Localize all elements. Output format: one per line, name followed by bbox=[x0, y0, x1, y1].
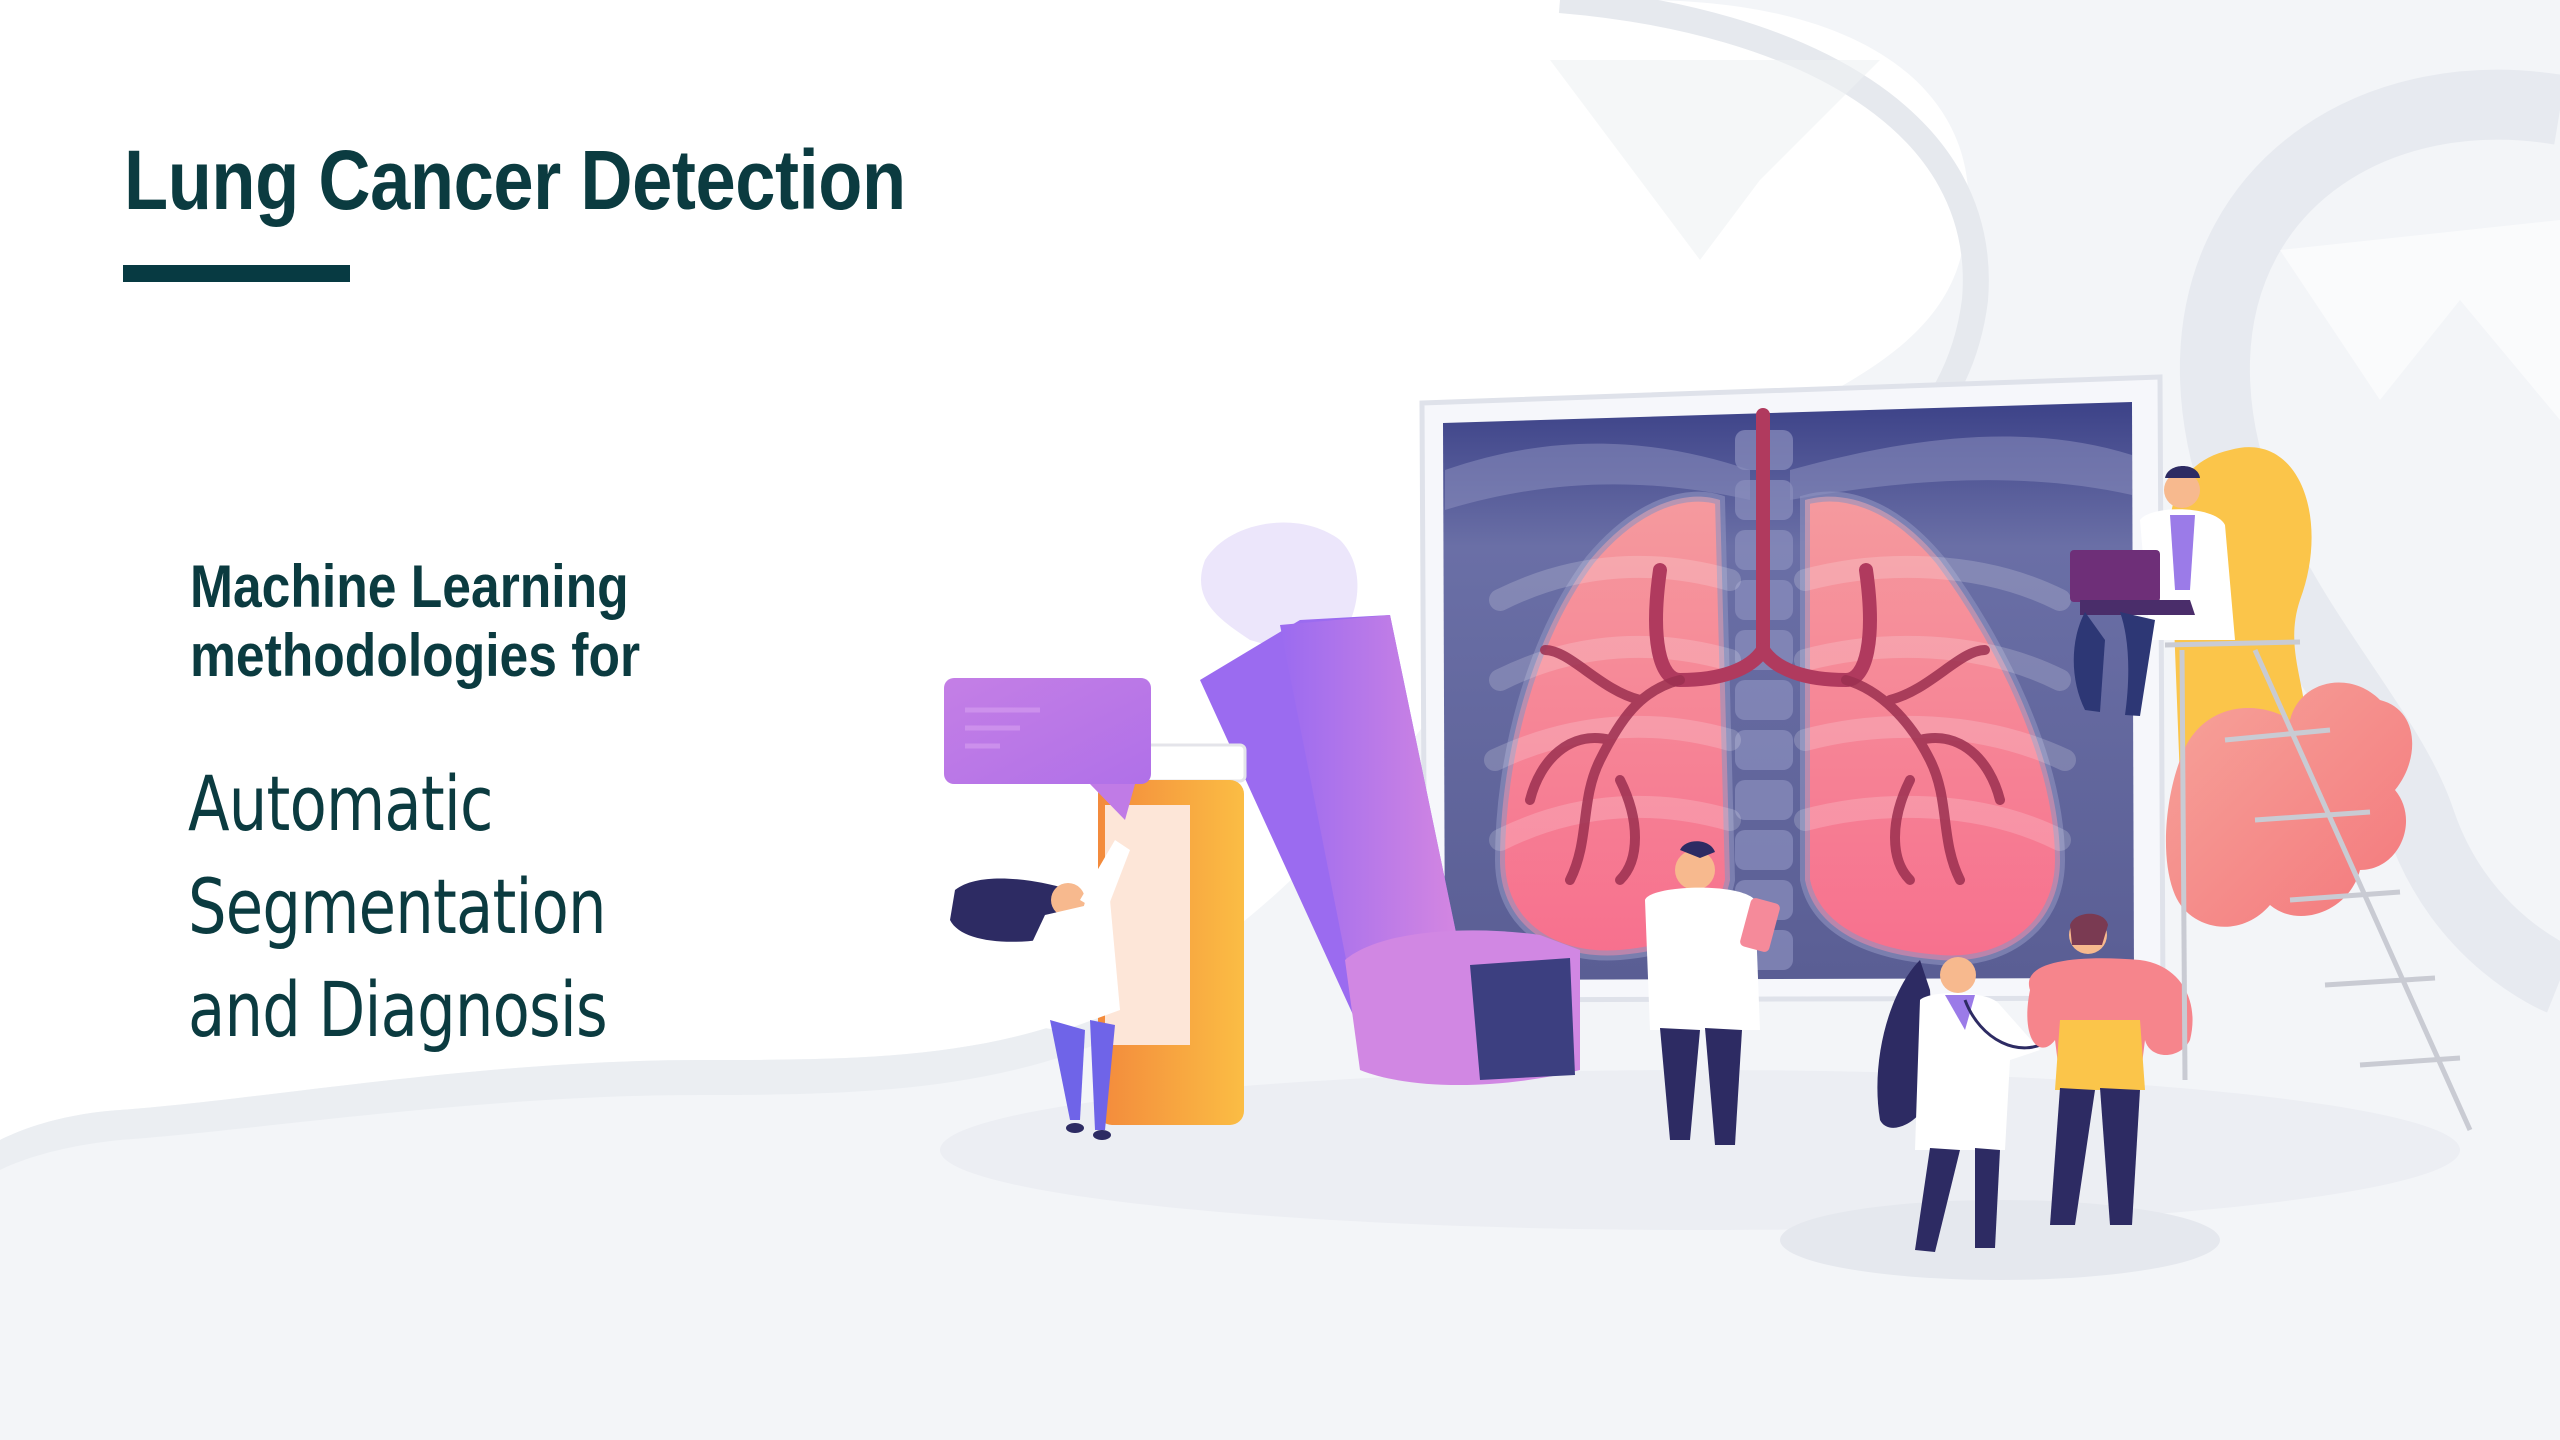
pill-bottle-icon bbox=[1093, 743, 1247, 1125]
subtitle-lead-line: Machine Learning bbox=[190, 553, 629, 620]
doctor-with-tablet-icon bbox=[1645, 841, 1780, 1145]
subtitle-lead: Machine Learning methodologies for bbox=[190, 552, 640, 690]
subtitle-headline-line: Segmentation bbox=[188, 862, 607, 951]
doctor-with-stethoscope-icon bbox=[1877, 957, 2051, 1252]
ladder-icon bbox=[2164, 639, 2473, 1132]
xray-monitor-icon bbox=[1419, 374, 2166, 1003]
patient-icon bbox=[2027, 913, 2193, 1225]
subtitle-headline: Automatic Segmentation and Diagnosis bbox=[188, 752, 608, 1061]
subtitle-headline-line: Automatic bbox=[188, 759, 493, 848]
page-title: Lung Cancer Detection bbox=[124, 133, 906, 227]
white-panel-shape bbox=[0, 0, 1969, 1140]
inhaler-icon bbox=[1200, 615, 1580, 1085]
doctor-with-laptop-icon bbox=[2070, 466, 2235, 716]
speech-bubble-icon bbox=[944, 678, 1151, 820]
lungs-icon bbox=[1484, 408, 2076, 966]
subtitle-lead-line: methodologies for bbox=[190, 622, 641, 689]
woman-doctor-icon bbox=[950, 840, 1130, 1140]
title-underline bbox=[123, 265, 350, 282]
subtitle-headline-line: and Diagnosis bbox=[188, 965, 608, 1054]
